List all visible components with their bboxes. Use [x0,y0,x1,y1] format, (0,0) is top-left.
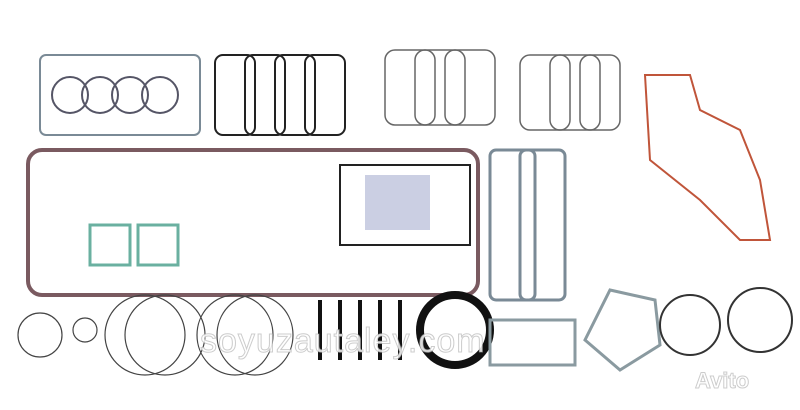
site-watermark: soyuzautaley.com [200,322,486,361]
pentagon-gasket [583,288,662,372]
timing-cover-gasket [643,74,772,241]
seal-rings [17,294,294,376]
avito-watermark: Avito [694,368,750,394]
rocker-gaskets [384,49,621,131]
water-pump-gasket [88,223,132,267]
manifold-gasket [339,164,471,246]
flange-gasket [488,318,577,367]
head-gaskets [39,54,201,136]
side-cover-gaskets [488,148,567,302]
valve-cover-gaskets [214,54,346,136]
dt-logo [365,175,430,230]
exhaust-gaskets [318,300,402,360]
